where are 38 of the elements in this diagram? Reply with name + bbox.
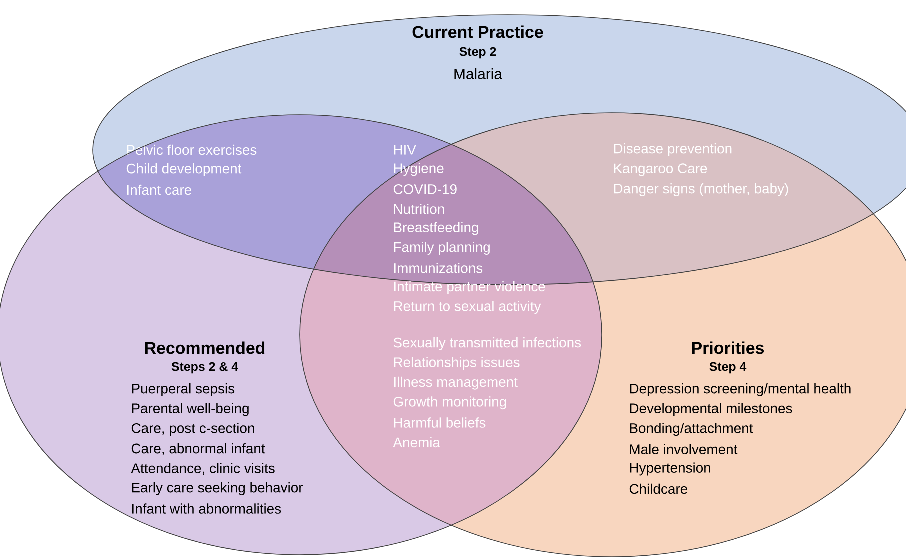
topic-item: Infant with abnormalities — [132, 504, 282, 514]
topic-item: Kangaroo Care — [614, 164, 708, 176]
topic-item: Puerperal sepsis — [132, 384, 235, 396]
topic-item: Return to sexual activity — [394, 301, 542, 314]
topic-item: Sexually transmitted infections — [394, 338, 582, 350]
topic-item: Anemia — [393, 437, 440, 448]
topic-item: Growth monitoring — [394, 396, 506, 410]
topic-item: Depression screening/mental health — [630, 384, 851, 396]
topic-item: Attendance, clinic visits — [131, 463, 275, 476]
topic-item: Male involvement — [630, 444, 738, 455]
topic-item: Nutrition — [394, 204, 444, 214]
topic-item: Hypertension — [630, 462, 710, 476]
topic-item: HIV — [394, 145, 416, 155]
heading: Recommended — [145, 342, 265, 354]
topic-item: Care, abnormal infant — [132, 443, 266, 456]
step-label: Step 2 — [460, 47, 496, 59]
topic-item: Disease prevention — [614, 144, 732, 156]
topic-item: Developmental milestones — [630, 403, 792, 416]
topic-item: Bonding/attachment — [630, 423, 754, 436]
topic-item: Infant care — [127, 184, 192, 196]
topic-item: Immunizations — [394, 263, 483, 274]
topic-item: Malaria — [454, 68, 502, 80]
heading: Priorities — [692, 342, 764, 354]
topic-item: Child development — [126, 164, 242, 176]
topic-item: Illness management — [394, 376, 518, 390]
topic-item: Care, post c-section — [132, 423, 254, 436]
topic-item: Family planning — [394, 242, 490, 255]
topic-item: Childcare — [630, 484, 688, 494]
topic-item: Harmful beliefs — [394, 418, 486, 428]
topic-item: Danger signs (mother, baby) — [614, 184, 788, 196]
topic-item: Breastfeeding — [394, 222, 478, 236]
topic-item: Relationships issues — [394, 357, 520, 370]
topic-item: COVID-19 — [394, 184, 457, 194]
heading: Current Practice — [412, 26, 544, 38]
topic-item: Early care seeking behavior — [132, 482, 304, 496]
topic-item: Parental well-being — [132, 403, 249, 416]
step-label: Steps 2 & 4 — [172, 362, 238, 374]
step-label: Step 4 — [710, 362, 747, 374]
